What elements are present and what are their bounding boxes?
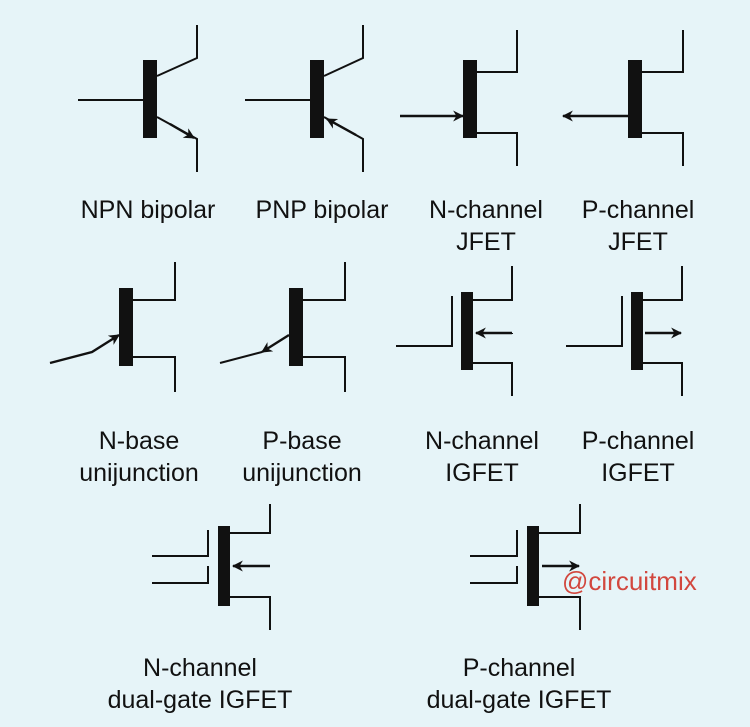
watermark: @circuitmix [562,566,697,596]
n-base-unijunction-icon [49,262,176,392]
label-line: N-channel [429,196,543,224]
label-line: unijunction [79,459,199,487]
label-line: JFET [456,228,516,256]
n-channel-jfet-icon [400,30,518,166]
label-line: dual-gate IGFET [426,686,612,714]
label-n-base-unijunction: N-base unijunction [39,425,239,489]
pnp-bipolar-transistor-icon [245,25,364,172]
n-channel-dual-gate-igfet-icon [152,504,271,630]
label-line: P-channel [581,196,695,224]
label-line: unijunction [242,459,362,487]
label-line: IGFET [445,459,519,487]
p-channel-dual-gate-igfet-icon [470,504,581,630]
label-p-channel-jfet: P-channel JFET [538,194,738,258]
label-pnp-bipolar: PNP bipolar [222,194,422,226]
label-npn-bipolar: NPN bipolar [48,194,248,226]
label-n-channel-igfet: N-channel IGFET [382,425,582,489]
npn-bipolar-transistor-icon [78,25,198,172]
p-channel-jfet-icon [561,30,684,166]
label-line: N-channel [425,427,539,455]
label-p-base-unijunction: P-base unijunction [202,425,402,489]
label-line: IGFET [601,459,675,487]
p-channel-igfet-icon [566,266,683,396]
label-line: P-channel [462,654,576,682]
label-line: PNP bipolar [255,196,389,224]
n-channel-igfet-icon [396,266,513,396]
label-p-channel-dual-gate-igfet: P-channel dual-gate IGFET [419,652,619,716]
label-line: JFET [608,228,668,256]
label-line: dual-gate IGFET [107,686,293,714]
label-n-channel-dual-gate-igfet: N-channel dual-gate IGFET [100,652,300,716]
label-line: P-base [262,427,342,455]
label-line: N-channel [143,654,257,682]
label-line: NPN bipolar [80,196,216,224]
label-p-channel-igfet: P-channel IGFET [538,425,738,489]
label-n-channel-jfet: N-channel JFET [386,194,586,258]
label-line: P-channel [581,427,695,455]
label-line: N-base [98,427,180,455]
p-base-unijunction-icon [219,262,346,392]
